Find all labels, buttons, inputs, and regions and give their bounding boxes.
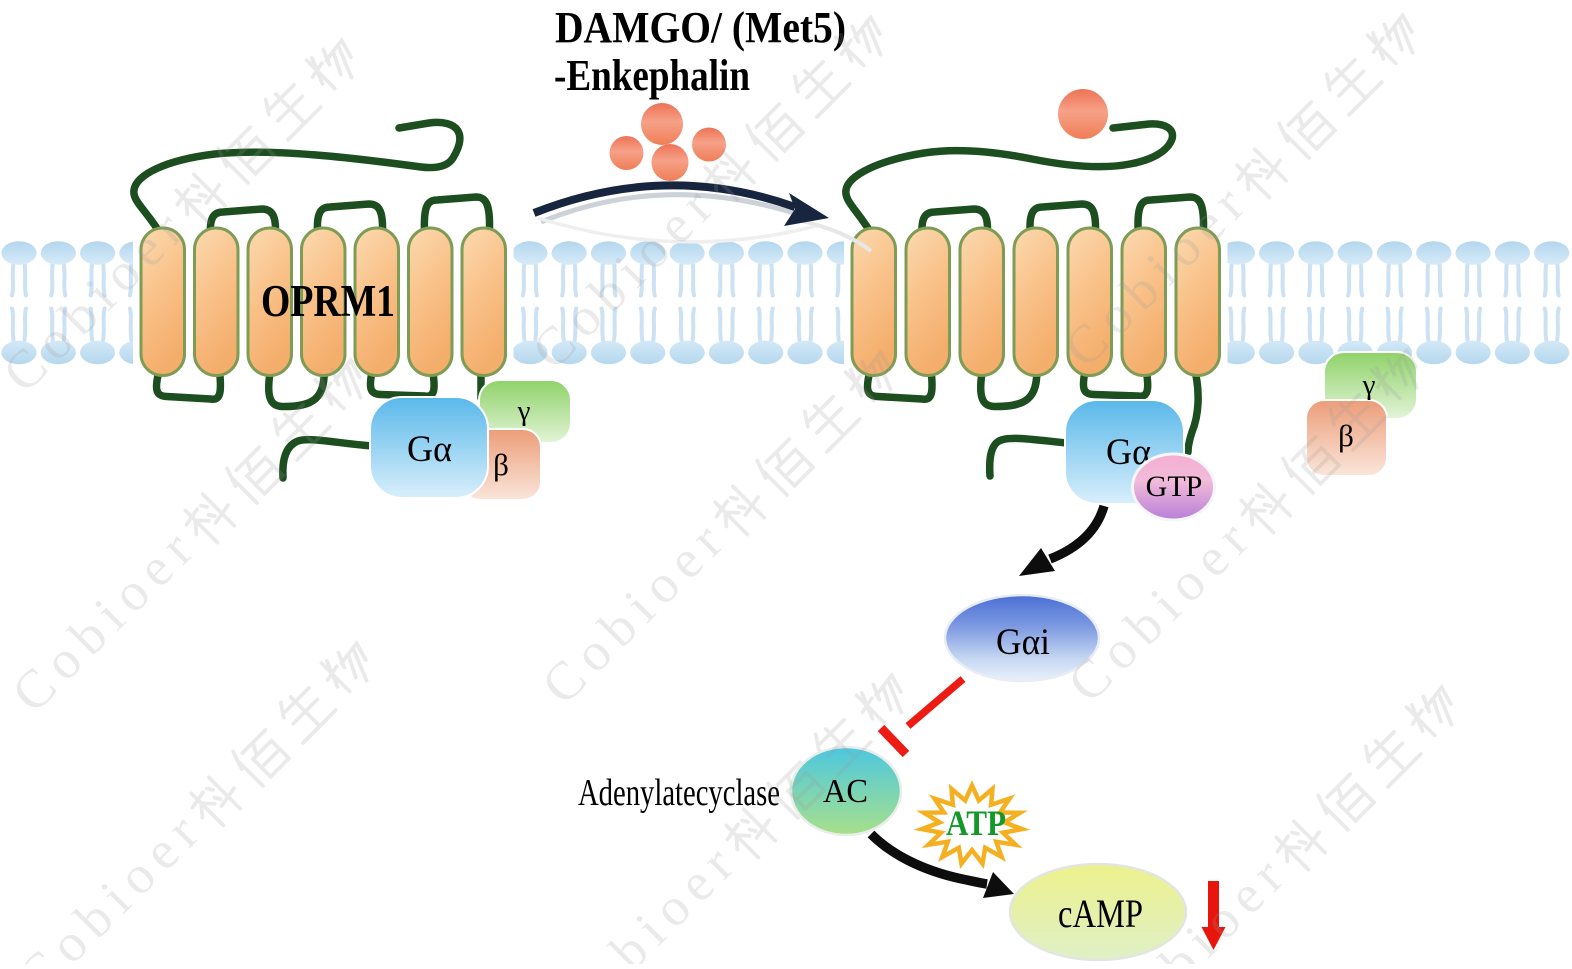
- svg-text:ATP: ATP: [946, 803, 1006, 843]
- svg-text:Gα: Gα: [407, 429, 452, 470]
- svg-text:GTP: GTP: [1146, 470, 1203, 503]
- svg-text:AC: AC: [823, 773, 868, 810]
- svg-text:cAMP: cAMP: [1058, 891, 1143, 936]
- svg-text:DAMGO/ (Met5): DAMGO/ (Met5): [555, 3, 846, 52]
- svg-text:-Enkephalin: -Enkephalin: [554, 51, 750, 100]
- svg-text:Gαi: Gαi: [996, 622, 1050, 663]
- svg-text:Adenylatecyclase: Adenylatecyclase: [578, 772, 780, 814]
- svg-text:β: β: [493, 447, 509, 482]
- svg-text:β: β: [1338, 418, 1354, 453]
- svg-text:γ: γ: [1362, 369, 1376, 401]
- svg-text:γ: γ: [517, 395, 531, 427]
- svg-text:OPRM1: OPRM1: [261, 276, 395, 326]
